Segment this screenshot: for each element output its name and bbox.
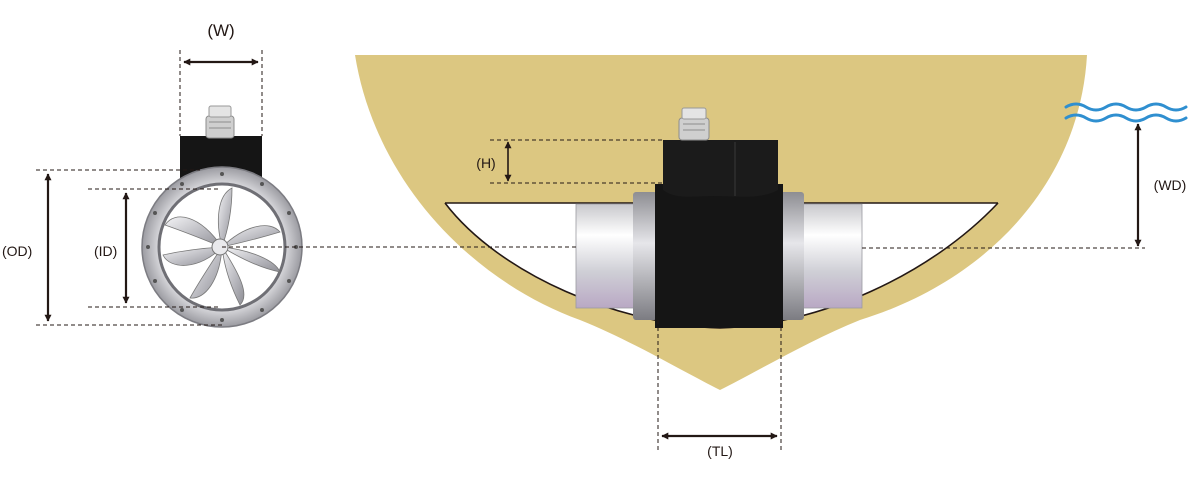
label-h: (H) — [476, 155, 495, 171]
label-id: (ID) — [94, 243, 117, 259]
water-surface-icon — [1064, 102, 1188, 123]
label-od: (OD) — [2, 243, 32, 259]
label-wd: (WD) — [1154, 177, 1187, 193]
guide-lines — [36, 50, 1145, 452]
cable-gland-cap — [681, 107, 707, 120]
label-tl: (TL) — [707, 443, 733, 459]
propeller — [162, 187, 281, 306]
flange-left — [633, 192, 657, 320]
label-w: (W) — [207, 21, 234, 40]
propeller-hub — [211, 238, 229, 256]
motor-housing — [663, 140, 778, 197]
front-cable-gland — [205, 115, 235, 139]
front-gland-cap — [208, 105, 232, 118]
dimension-arrows — [44, 58, 1142, 440]
tunnel-tube-left — [575, 203, 639, 309]
flange-right — [780, 192, 804, 320]
cable-gland-side — [678, 117, 710, 141]
thruster-body — [655, 184, 783, 328]
tunnel-tube-right — [799, 203, 863, 309]
